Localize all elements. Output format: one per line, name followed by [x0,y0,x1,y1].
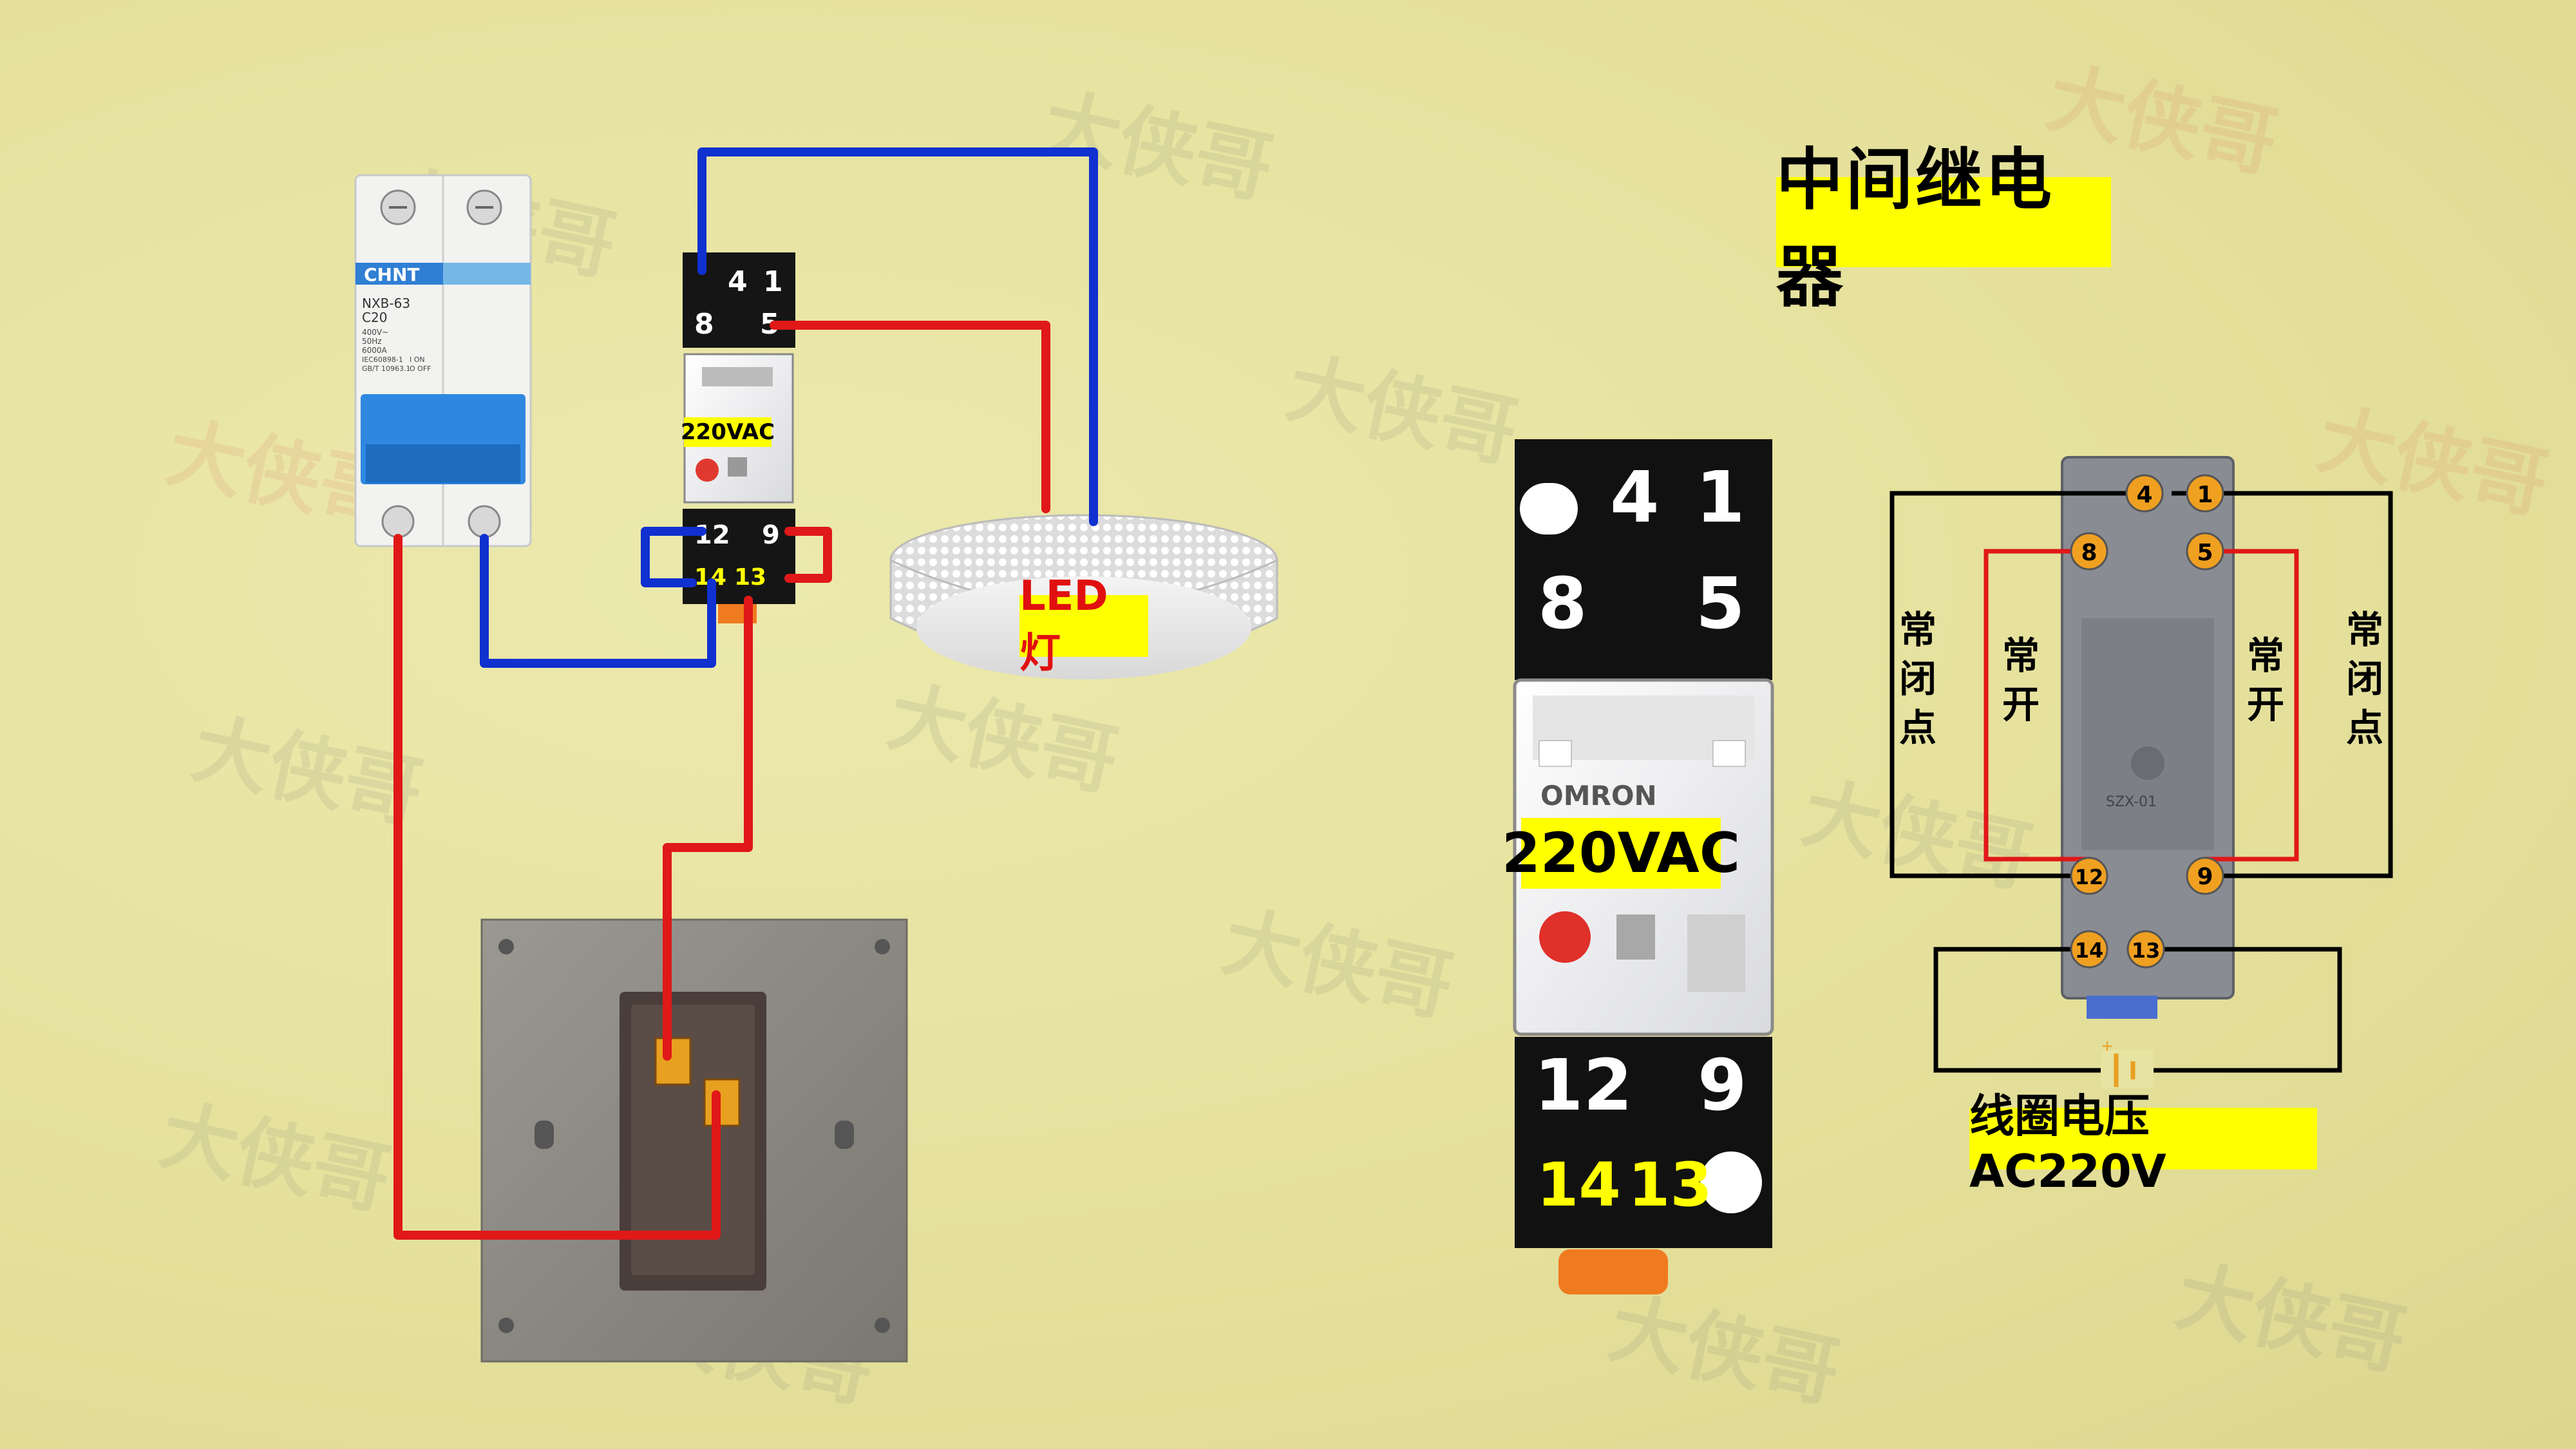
breaker-spec: 6000A [362,346,388,355]
breaker-model: NXB-63 [362,296,410,311]
circuit-breaker [354,174,532,547]
terminal-label: 9 [762,520,780,550]
nc-label-left: 常闭点 [1899,608,1937,750]
breaker-spec: IEC60898-1 [362,355,403,364]
terminal-label: 1 [2197,482,2213,508]
socket-code: SZX-01 [2106,794,2157,810]
terminal-label: 9 [2197,864,2213,890]
relay-large-voltage: 220VAC [1502,818,1740,889]
relay-brand: OMRON [1540,780,1657,811]
no-label-right: 常开 [2246,634,2284,726]
terminal-label: 12 [2075,865,2104,889]
terminal-label: 4 [728,265,748,298]
breaker-spec: GB/T 10963.1 [362,365,410,373]
socket-terminals [2070,474,2224,969]
terminal-label: 8 [694,308,714,341]
terminal-label: 12 [1534,1044,1633,1126]
terminal-label: 14 [2075,938,2104,963]
nc-label-right: 常闭点 [2345,608,2383,750]
terminal-label: 1 [1696,456,1745,538]
led-lamp-label: LED灯 [1019,573,1148,677]
terminal-label: 14 [1537,1150,1621,1220]
breaker-brand: CHNT [364,264,420,285]
terminal-label: 13 [734,564,766,591]
terminal-label: 5 [2197,540,2213,566]
no-contact-lines [1984,549,2299,862]
terminal-label: 1 [763,265,783,298]
breaker-spec: 50Hz [362,337,382,346]
terminal-label: 8 [1538,562,1587,645]
terminal-label: 5 [1696,562,1745,645]
relay-socket [2061,456,2235,1019]
relay-small-voltage: 220VAC [681,417,775,447]
breaker-spec: 400V~ [362,328,388,337]
terminal-label: 8 [2081,540,2097,566]
terminal-label: 4 [2136,482,2152,508]
terminal-label: 13 [1628,1150,1712,1220]
terminal-label: 13 [2132,938,2161,963]
page-title: 中间继电器 [1776,140,2111,316]
breaker-rating: C20 [362,310,387,325]
breaker-status: I ON [410,355,425,364]
wall-switch [480,918,908,1363]
wires [393,147,1098,1240]
title-text: 中间继电器 [1776,140,2055,316]
terminal-label: 4 [1610,456,1660,538]
terminal-label: 9 [1698,1044,1747,1126]
coil-symbol: + [2101,1037,2154,1088]
coil-voltage-label: 线圈电压AC220V [1969,1090,2317,1198]
svg-text:+: + [2101,1037,2114,1055]
no-label-left: 常开 [2002,634,2040,726]
breaker-status: O OFF [410,365,431,373]
